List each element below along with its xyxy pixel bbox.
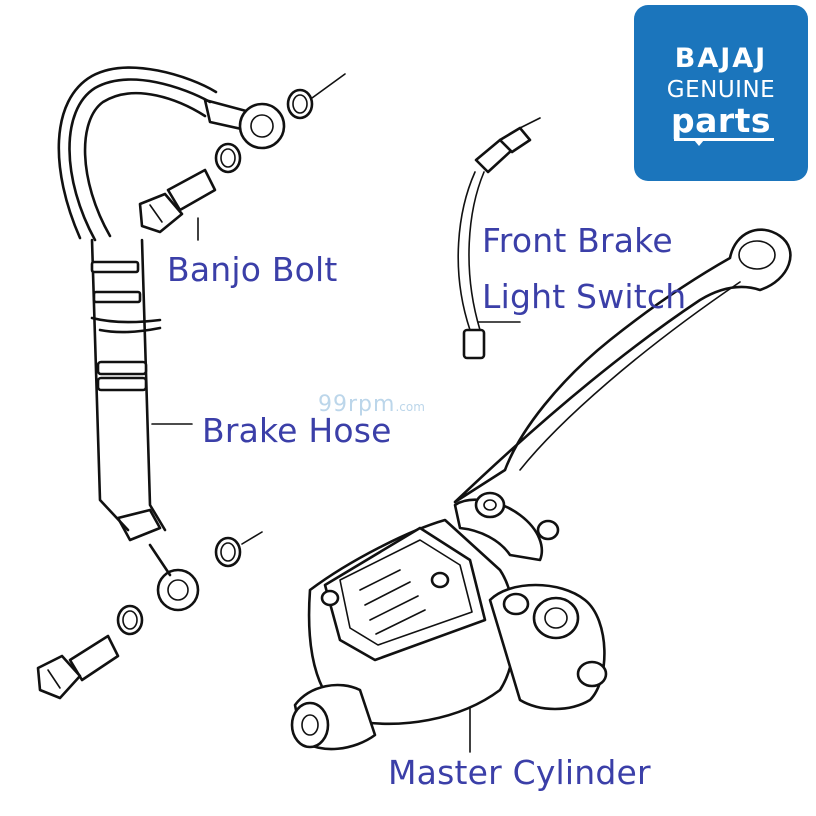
watermark: 99rpm.com bbox=[318, 392, 425, 417]
watermark-main: 99rpm bbox=[318, 392, 396, 417]
logo-parts: parts bbox=[670, 101, 772, 140]
master-cylinder bbox=[290, 518, 608, 751]
logo-underline-pointer bbox=[694, 140, 704, 146]
upper-banjo-bolt bbox=[138, 168, 217, 241]
brake-lever bbox=[453, 228, 792, 562]
switch-label-line2: Light Switch bbox=[482, 277, 687, 316]
banjo-bolt-label: Banjo Bolt bbox=[167, 250, 338, 289]
logo-underline bbox=[674, 138, 774, 141]
switch-label-line1: Front Brake bbox=[482, 221, 673, 260]
upper-banjo-fitting bbox=[203, 73, 346, 174]
logo-genuine: GENUINE bbox=[666, 77, 776, 103]
master-cylinder-label: Master Cylinder bbox=[388, 753, 651, 792]
brake-hose-label: Brake Hose bbox=[202, 411, 392, 450]
watermark-suffix: .com bbox=[395, 400, 425, 414]
lower-banjo-fitting bbox=[36, 531, 263, 700]
brake-hose bbox=[57, 66, 218, 542]
front-brake-light-switch bbox=[457, 117, 541, 360]
logo-brand: BAJAJ bbox=[674, 43, 768, 74]
bajaj-genuine-parts-logo: BAJAJ GENUINE parts bbox=[634, 5, 808, 181]
